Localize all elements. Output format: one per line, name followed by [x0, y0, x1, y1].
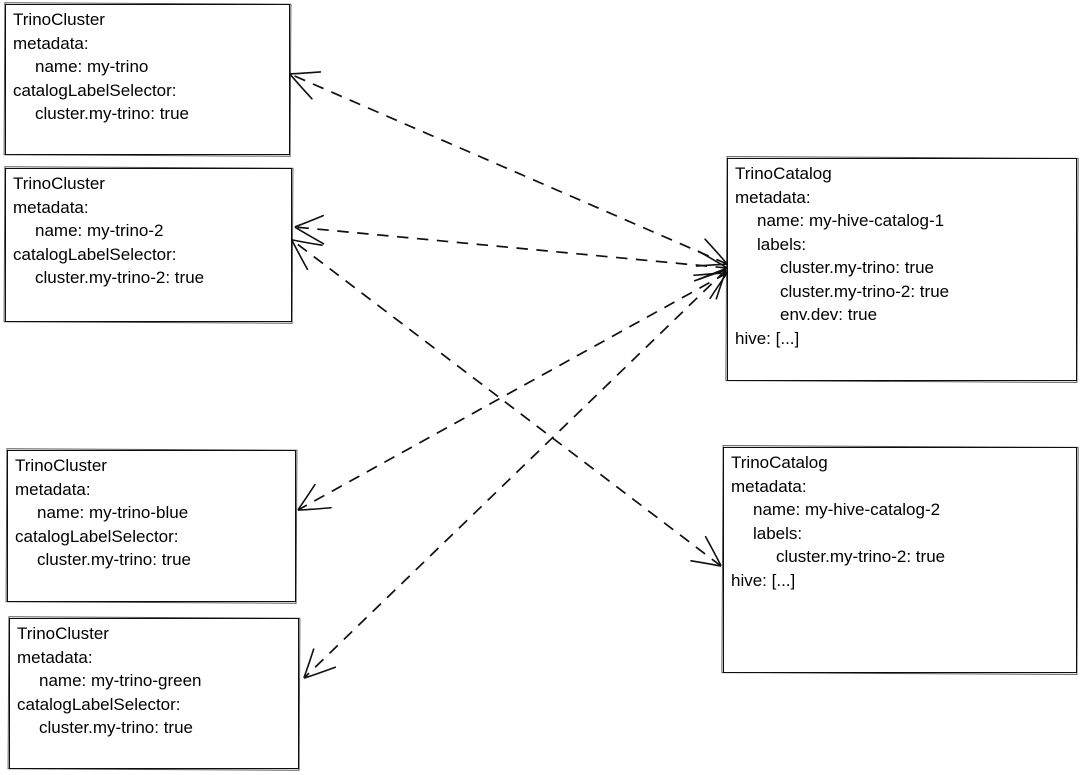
node-line: metadata: — [17, 647, 93, 667]
node-line: cluster.my-trino-2: true — [35, 268, 205, 287]
node-kind: TrinoCluster — [17, 624, 109, 643]
node-kind: TrinoCatalog — [731, 453, 828, 472]
node-line: metadata: — [13, 33, 89, 53]
node-trinocluster-my-trino-2[interactable]: TrinoCluster metadata: name: my-trino-2 … — [5, 168, 292, 322]
node-kind: TrinoCatalog — [735, 164, 832, 183]
node-line: cluster.my-trino-2: true — [776, 547, 946, 566]
node-line: metadata: — [735, 187, 811, 207]
node-line: catalogLabelSelector: — [15, 526, 179, 546]
node-kind: TrinoCluster — [13, 174, 105, 193]
connection-catalog1-my-trino-green[interactable] — [303, 269, 727, 679]
node-kind: TrinoCluster — [13, 10, 105, 29]
node-line: cluster.my-trino: true — [780, 258, 934, 277]
node-line: metadata: — [15, 479, 91, 499]
connection-catalog2-my-trino-2[interactable] — [291, 239, 722, 567]
node-line: name: my-trino-green — [39, 671, 202, 690]
node-line: name: my-hive-catalog-2 — [753, 500, 941, 519]
node-line: catalogLabelSelector: — [17, 694, 181, 714]
connection-catalog1-my-trino-blue[interactable] — [297, 272, 728, 511]
node-trinocluster-my-trino-green[interactable]: TrinoCluster metadata: name: my-trino-gr… — [9, 618, 299, 769]
node-line: env.dev: true — [780, 305, 878, 324]
node-trinocluster-my-trino-blue[interactable]: TrinoCluster metadata: name: my-trino-bl… — [7, 450, 296, 602]
connection-catalog1-my-trino[interactable] — [289, 71, 728, 267]
node-kind: TrinoCluster — [15, 456, 107, 475]
node-line: name: my-trino-blue — [37, 503, 189, 522]
connection-catalog1-my-trino-2[interactable] — [294, 214, 728, 281]
node-line: labels: — [753, 523, 803, 543]
node-line: metadata: — [13, 197, 89, 217]
node-line: name: my-trino — [35, 57, 149, 76]
node-line: hive: [...] — [735, 328, 800, 348]
node-line: labels: — [757, 234, 807, 254]
node-line: metadata: — [731, 476, 807, 496]
node-trinocatalog-my-hive-catalog-1[interactable]: TrinoCatalog metadata: name: my-hive-cat… — [727, 158, 1077, 381]
node-line: cluster.my-trino-2: true — [780, 281, 950, 301]
node-line: hive: [...] — [731, 570, 796, 590]
node-trinocatalog-my-hive-catalog-2[interactable]: TrinoCatalog metadata: name: my-hive-cat… — [723, 447, 1077, 673]
node-line: cluster.my-trino: true — [37, 550, 191, 569]
node-line: cluster.my-trino: true — [35, 104, 189, 123]
node-line: name: my-trino-2 — [35, 221, 164, 240]
node-line: cluster.my-trino: true — [39, 718, 193, 737]
node-trinocluster-my-trino[interactable]: TrinoCluster metadata: name: my-trino ca… — [5, 4, 290, 155]
node-line: catalogLabelSelector: — [13, 244, 177, 264]
node-line: name: my-hive-catalog-1 — [757, 211, 945, 230]
node-line: catalogLabelSelector: — [13, 80, 177, 100]
